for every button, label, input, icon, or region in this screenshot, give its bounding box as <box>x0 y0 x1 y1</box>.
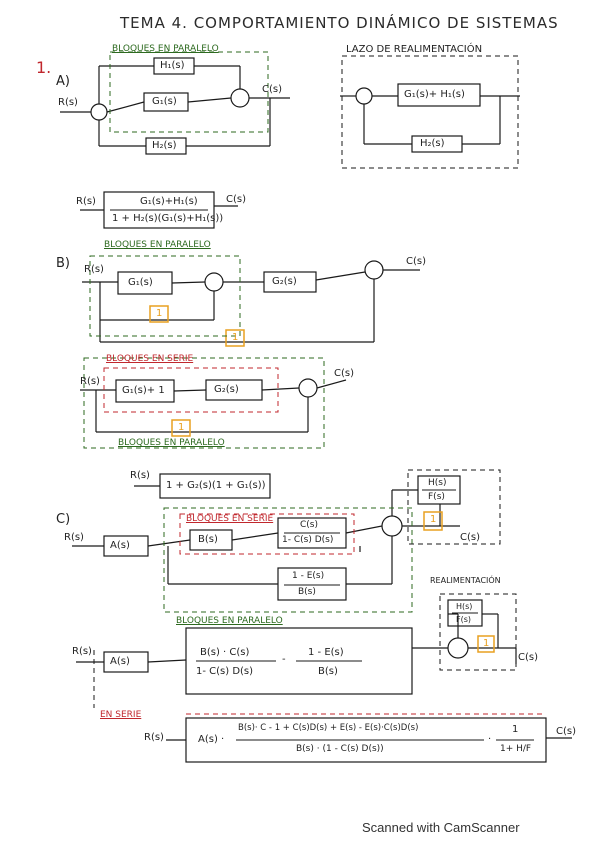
result-b-expr: 1 + G₂(s)(1 + G₁(s)) <box>166 480 266 491</box>
part-c-serie-label: BLOQUES EN SERIE <box>186 514 274 524</box>
part-b-serie-input: R(s) <box>80 376 100 387</box>
unit-block-b3-label: 1 <box>178 422 185 433</box>
part-c-realim-label: REALIMENTACIÓN <box>430 576 501 585</box>
block-c-b-label: B(s) <box>198 534 218 545</box>
unit-block-c2 <box>477 635 495 653</box>
unit-block-b1 <box>149 305 169 323</box>
block-c-a2-label: A(s) <box>110 656 130 667</box>
part-c-input-2: R(s) <box>72 646 92 657</box>
parallel-box-c <box>163 507 413 613</box>
part-b-input: R(s) <box>84 264 104 275</box>
expr-left-den: 1- C(s) D(s) <box>196 666 254 677</box>
block-c-hf-den: F(s) <box>428 492 445 502</box>
serie-box-c <box>179 513 355 555</box>
part-a-label: A) <box>56 74 70 89</box>
block-c-c-num: C(s) <box>300 520 318 530</box>
part-b-parallel2-label: BLOQUES EN PARALELO <box>118 438 225 448</box>
final-frac-num: 1 <box>512 724 519 735</box>
result-a-input: R(s) <box>76 196 96 207</box>
block-sum-label: G₁(s)+ H₁(s) <box>404 89 465 100</box>
part-b-label: B) <box>56 256 70 271</box>
result-a-output: C(s) <box>226 194 246 205</box>
block-c-e-num: 1 - E(s) <box>292 571 325 581</box>
part-c-label: C) <box>56 512 71 527</box>
part-c-output: C(s) <box>460 532 480 543</box>
block-c-hf2 <box>447 599 483 627</box>
result-a-num: G₁(s)+H₁(s) <box>140 196 198 207</box>
block-g1-label: G₁(s) <box>152 96 177 107</box>
block-c-c-den: 1- C(s) D(s) <box>282 535 334 545</box>
part-c-output-3: C(s) <box>556 726 576 737</box>
scanner-watermark: Scanned with CamScanner <box>362 820 520 835</box>
block-b-g2b-label: G₂(s) <box>214 384 239 395</box>
part-a-output: C(s) <box>262 84 282 95</box>
realim-box-c2 <box>439 593 517 671</box>
part-b-serie-label: BLOQUES EN SERIE <box>106 354 194 364</box>
parallel-box-b2 <box>83 357 325 449</box>
part-c-serie2-label: EN SERIE <box>100 710 142 720</box>
block-c-hf2-den: F(s) <box>456 615 472 624</box>
part-a-group-label: BLOQUES EN PARALELO <box>112 44 219 54</box>
block-h2-label: H₂(s) <box>152 140 177 151</box>
final-mult: · <box>488 734 492 745</box>
block-h1-label: H₁(s) <box>160 60 185 71</box>
parallel-group-box <box>109 51 269 133</box>
block-b-g1p1-label: G₁(s)+ 1 <box>122 385 165 396</box>
summing-junction-c2 <box>447 637 469 659</box>
final-den: B(s) · (1 - C(s) D(s)) <box>296 744 384 754</box>
block-c-a-label: A(s) <box>110 540 130 551</box>
unit-block-c1-label: 1 <box>430 514 437 525</box>
block-c-hf2-num: H(s) <box>456 602 473 611</box>
result-b-input: R(s) <box>130 470 150 481</box>
part-b-output: C(s) <box>406 256 426 267</box>
part-b-group1-label: BLOQUES EN PARALELO <box>104 240 211 250</box>
block-b-g2-label: G₂(s) <box>272 276 297 287</box>
final-frac-den: 1+ H/F <box>500 744 532 754</box>
part-c-output-2: C(s) <box>518 652 538 663</box>
serie-box-b <box>103 367 279 413</box>
summing-junction-c1 <box>381 515 403 537</box>
unit-block-b3 <box>171 419 191 437</box>
result-a-den: 1 + H₂(s)(G₁(s)+H₁(s)) <box>112 213 224 224</box>
expr-box-c <box>185 627 413 695</box>
unit-block-c1 <box>423 511 443 531</box>
block-h2-right-label: H₂(s) <box>420 138 445 149</box>
block-c-e-den: B(s) <box>298 587 316 597</box>
part-c-input-3: R(s) <box>144 732 164 743</box>
block-sum <box>397 83 481 107</box>
part-c-input: R(s) <box>64 532 84 543</box>
section-number: 1. <box>36 58 52 77</box>
part-c-parallel-label: BLOQUES EN PARALELO <box>176 616 283 626</box>
part-b-parallel-box <box>89 255 241 337</box>
expr-minus: - <box>282 654 286 665</box>
expr-right-num: 1 - E(s) <box>308 647 344 658</box>
part-a-input: R(s) <box>58 97 78 108</box>
unit-block-b1-label: 1 <box>156 308 163 319</box>
part-b-serie-output: C(s) <box>334 368 354 379</box>
unit-block-b2-label: 1 <box>232 332 239 343</box>
block-c-hf-num: H(s) <box>428 478 447 488</box>
block-b-g1-label: G₁(s) <box>128 277 153 288</box>
expr-left-num: B(s) · C(s) <box>200 647 250 658</box>
part-a-feedback-label: LAZO DE REALIMENTACIÓN <box>346 44 483 55</box>
final-num: B(s)· C - 1 + C(s)D(s) + E(s) - E(s)·C(s… <box>238 723 419 733</box>
unit-block-b2 <box>225 329 245 347</box>
unit-block-c2-label: 1 <box>483 638 490 649</box>
realim-box-c1 <box>407 469 501 545</box>
expr-right-den: B(s) <box>318 666 338 677</box>
page-title: TEMA 4. COMPORTAMIENTO DINÁMICO DE SISTE… <box>120 14 559 32</box>
final-prefix: A(s) · <box>198 734 225 745</box>
